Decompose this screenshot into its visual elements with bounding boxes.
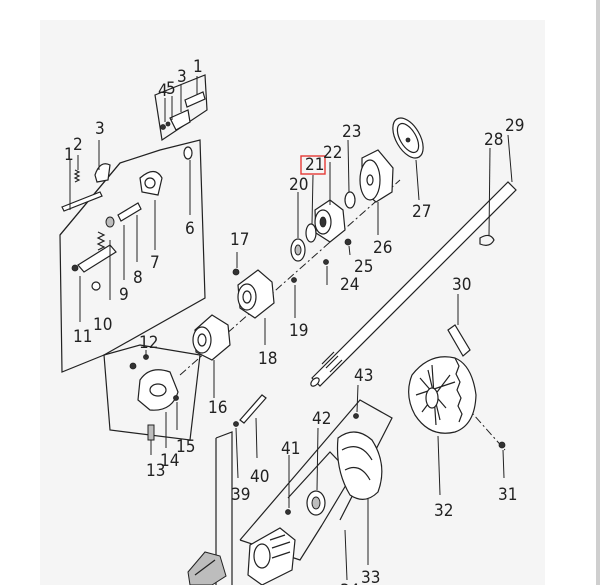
label-top-3: 3 <box>177 67 187 87</box>
part-30-key <box>447 324 471 357</box>
part-1-screw <box>61 191 103 212</box>
part-28-clip <box>479 234 495 246</box>
part-40-bolt <box>239 394 267 424</box>
part-top-lever <box>169 109 191 131</box>
label-1: 1 <box>64 145 74 165</box>
shaft-group <box>310 134 517 387</box>
part-21-washer <box>305 223 317 243</box>
label-12: 12 <box>139 333 158 353</box>
label-43: 43 <box>354 366 373 386</box>
label-42: 42 <box>312 409 331 429</box>
label-24: 24 <box>340 275 359 295</box>
label-8: 8 <box>133 268 143 288</box>
part-9-spring <box>96 231 106 251</box>
label-20: 20 <box>289 175 308 195</box>
label-10: 10 <box>93 315 112 335</box>
label-39: 39 <box>231 485 250 505</box>
label-18: 18 <box>258 349 277 369</box>
eccentric-block-group <box>103 344 201 455</box>
label-26: 26 <box>373 238 392 258</box>
label-top-1: 1 <box>193 57 203 77</box>
part-17-screw <box>232 268 240 276</box>
right-edge-strip <box>596 0 600 585</box>
part-41-screw <box>285 509 291 515</box>
diagram-background <box>40 20 545 585</box>
part-bottom-left <box>187 551 227 585</box>
label-15: 15 <box>176 437 195 457</box>
label-9: 9 <box>119 285 129 305</box>
label-13: 13 <box>146 461 165 481</box>
label-16: 16 <box>208 398 227 418</box>
part-10-link <box>77 244 117 273</box>
part-19-screw <box>291 277 297 283</box>
label-19: 19 <box>289 321 308 341</box>
label-14: 14 <box>160 451 179 471</box>
label-40: 40 <box>250 467 269 487</box>
label-7: 7 <box>150 253 160 273</box>
label-17: 17 <box>230 230 249 250</box>
part-2-spring <box>73 169 81 183</box>
label-23: 23 <box>342 122 361 142</box>
part-32-wheel <box>408 356 477 434</box>
label-27: 27 <box>412 202 431 222</box>
part-39-washer <box>233 421 239 427</box>
label-top-4: 4 <box>158 81 168 101</box>
part-6-washer <box>183 146 193 160</box>
label-33: 33 <box>361 568 380 585</box>
label-31: 31 <box>498 485 517 505</box>
top-bracket-group <box>154 74 208 142</box>
label-34: 34 <box>340 581 359 585</box>
wheel-group <box>408 356 506 496</box>
label-32: 32 <box>434 501 453 521</box>
label-30: 30 <box>452 275 471 295</box>
highlight-box-21 <box>300 155 326 175</box>
label-6: 6 <box>185 219 195 239</box>
label-2: 2 <box>73 135 83 155</box>
part-34-assembly <box>247 527 296 585</box>
label-22: 22 <box>323 143 342 163</box>
label-28: 28 <box>484 130 503 150</box>
housing-group <box>187 384 393 585</box>
part-13-screw <box>147 424 155 441</box>
label-25: 25 <box>354 257 373 277</box>
part-24-screw <box>323 259 329 265</box>
part-25-screw <box>344 238 352 246</box>
part-8-rod <box>117 202 142 222</box>
label-11: 11 <box>73 327 92 347</box>
left-linkage-group <box>59 139 206 373</box>
part-33-housing <box>336 431 383 500</box>
label-41: 41 <box>281 439 300 459</box>
label-3: 3 <box>95 119 105 139</box>
center-axis-group <box>179 117 424 398</box>
label-29: 29 <box>505 116 524 136</box>
label-top-5: 5 <box>166 79 176 99</box>
part-31-nut <box>498 441 506 449</box>
part-23-ring <box>344 191 356 209</box>
label-21: 21 <box>305 155 324 175</box>
